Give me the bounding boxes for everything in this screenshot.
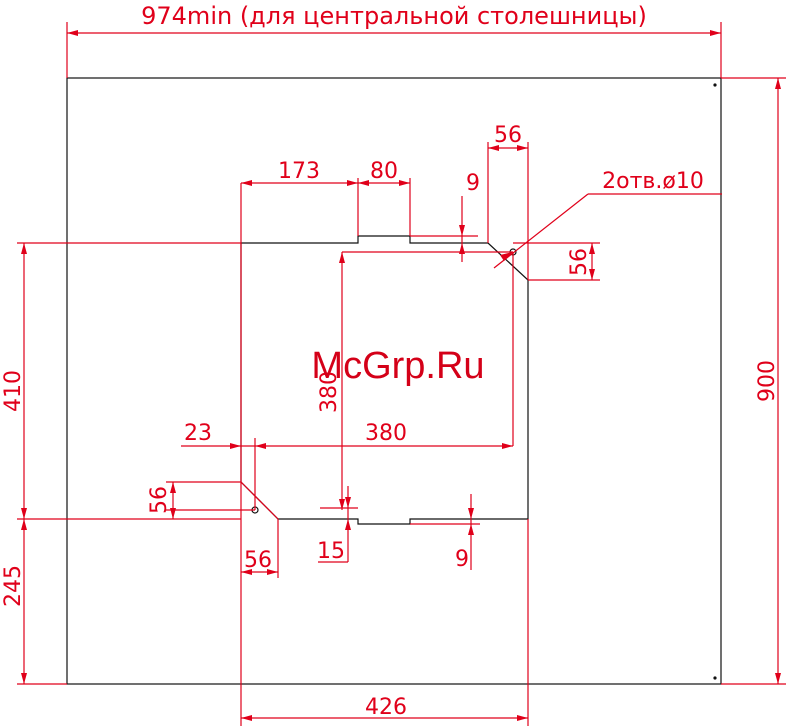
watermark: McGrp.Ru bbox=[311, 345, 484, 387]
dim-9-top: 9 bbox=[466, 171, 480, 196]
dim-173: 173 bbox=[278, 159, 320, 184]
dim-410: 410 bbox=[1, 370, 26, 412]
dim-56-left: 56 bbox=[147, 486, 172, 514]
dim-426: 426 bbox=[365, 695, 407, 720]
corner-mark-bottom bbox=[714, 677, 716, 679]
title-text: 974min (для центральной столешницы) bbox=[141, 2, 647, 30]
dim-9-bottom: 9 bbox=[455, 547, 469, 572]
holes-note: 2отв.ø10 bbox=[602, 169, 704, 194]
corner-mark-top bbox=[714, 84, 716, 86]
dim-23: 23 bbox=[184, 421, 212, 446]
dim-15: 15 bbox=[317, 539, 345, 564]
dim-900: 900 bbox=[755, 360, 780, 402]
dim-80: 80 bbox=[370, 159, 398, 184]
dim-56-bottom: 56 bbox=[244, 548, 272, 573]
dim-380-horizontal: 380 bbox=[365, 421, 407, 446]
dim-245: 245 bbox=[1, 565, 26, 607]
dim-56-right: 56 bbox=[567, 248, 592, 276]
dim-56-top: 56 bbox=[494, 123, 522, 148]
